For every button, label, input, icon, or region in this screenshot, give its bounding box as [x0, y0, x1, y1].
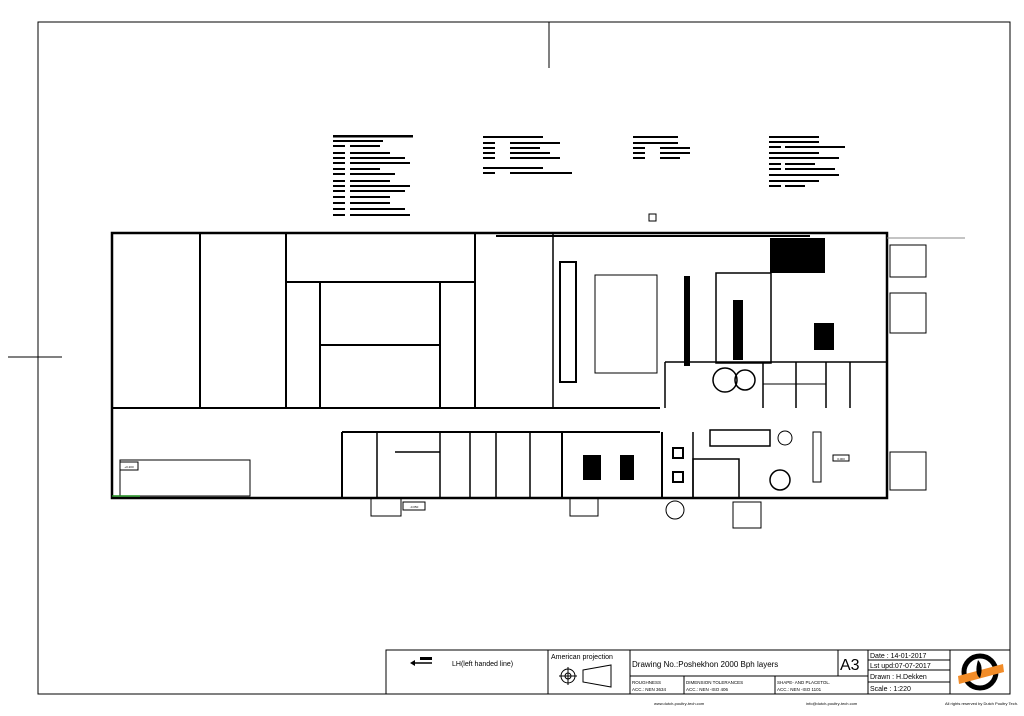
flow-direction-label: LH(left handed line) [452, 661, 513, 668]
process-equipment [496, 235, 834, 491]
building-walls [110, 231, 889, 500]
legend-marker [648, 213, 657, 222]
last-update: Lst upd:07-07-2017 [870, 663, 931, 670]
date: Date : 14-01-2017 [870, 653, 927, 660]
svg-text:-0.050: -0.050 [410, 505, 419, 509]
projection-symbol-icon [559, 664, 612, 688]
svg-text:0.000: 0.000 [837, 457, 845, 461]
footer-website[interactable]: www.dutch-poultry-tech.com [654, 701, 705, 706]
footer-email[interactable]: info@dutch-poultry-tech.com [806, 701, 858, 706]
footer-rights: All rights reserved by Dutch Poultry Tec… [945, 701, 1018, 706]
level-marker-bottom: -0.050 [402, 501, 426, 511]
level-marker-left: +0.200 [119, 461, 139, 471]
drawing-number: Drawing No.:Poshekhon 2000 Bph layers [632, 660, 778, 669]
level-marker-right: 0.000 [832, 454, 850, 462]
scale: Scale : 1:220 [870, 686, 911, 693]
svg-text:+0.200: +0.200 [124, 465, 134, 469]
dimension-value: ACC.: NEN -ISO 406 [686, 687, 729, 692]
equipment-legend [333, 135, 845, 216]
projection-label: American projection [551, 654, 613, 661]
roughness-label: ROUGHNESS [632, 680, 661, 685]
drawn-by: Drawn : H.Dekken [870, 674, 927, 681]
annex-rooms [370, 237, 965, 529]
sheet-size: A3 [840, 657, 860, 674]
sheet-border [37, 21, 1011, 695]
dimension-label: DIMENSION TOLERANCES [686, 680, 743, 685]
title-block [385, 649, 1011, 695]
roughness-value: ACC.: NEN 3634 [632, 687, 667, 692]
shape-label: SHAPE- AND PLACETOL. [777, 680, 830, 685]
flow-arrow-icon [410, 657, 432, 666]
shape-value: ACC.: NEN -ISO 1101 [777, 687, 822, 692]
company-logo-icon [958, 653, 1004, 691]
